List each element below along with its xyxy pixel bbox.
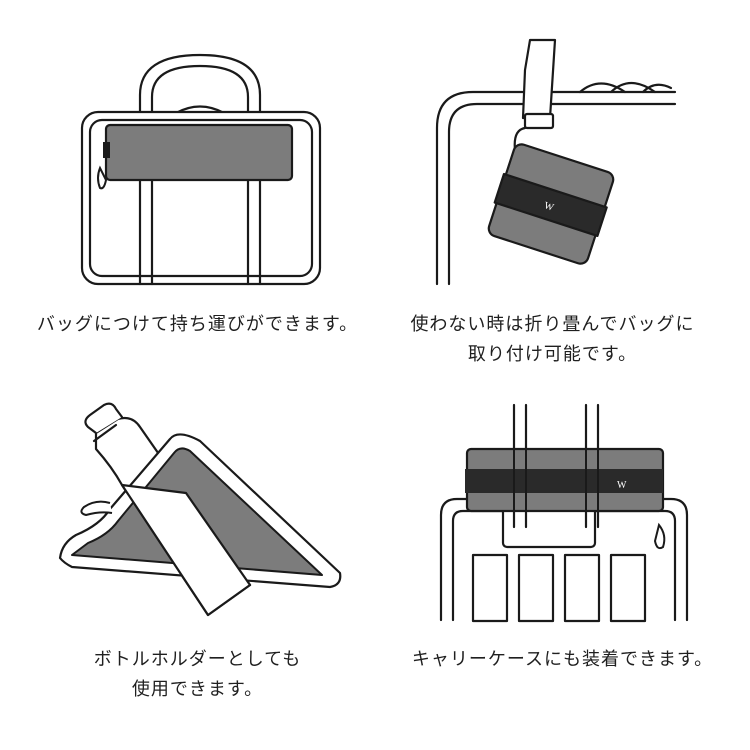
panel-carry-case: W キャリーケースにも装着できます。 <box>375 375 750 750</box>
carry-case-illustration: W <box>439 403 689 623</box>
caption-folded: 使わない時は折り畳んでバッグに 取り付け可能です。 <box>365 310 740 370</box>
brand-mark: W <box>617 480 627 491</box>
panel-bottle: ボトルホルダーとしても 使用できます。 <box>0 375 375 750</box>
panel-folded: W 使わない時は折り畳んでバッグに 取り付け可能です。 <box>375 0 750 375</box>
caption-bag: バッグにつけて持ち運びができます。 <box>0 310 395 340</box>
brand-mark: W <box>543 200 556 214</box>
caption-line: ボトルホルダーとしても <box>93 649 302 670</box>
pouch-shape <box>104 123 294 182</box>
bottle-holder-illustration <box>58 402 342 617</box>
caption-line: バッグにつけて持ち運びができます。 <box>36 314 359 335</box>
caption-carry-case: キャリーケースにも装着できます。 <box>375 645 750 675</box>
caption-bottle: ボトルホルダーとしても 使用できます。 <box>0 645 395 705</box>
caption-line: キャリーケースにも装着できます。 <box>411 649 714 670</box>
panel-bag: バッグにつけて持ち運びができます。 <box>0 0 375 375</box>
handbag-illustration <box>80 53 322 286</box>
caption-line: 使用できます。 <box>131 679 264 700</box>
folded-pouch-illustration: W <box>435 38 677 286</box>
caption-line: 使わない時は折り畳んでバッグに <box>410 314 695 335</box>
strap-band <box>465 469 663 493</box>
caption-line: 取り付け可能です。 <box>467 344 638 365</box>
